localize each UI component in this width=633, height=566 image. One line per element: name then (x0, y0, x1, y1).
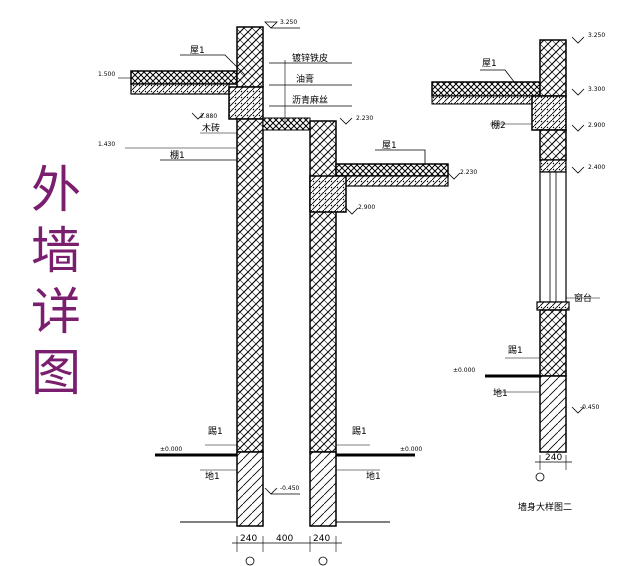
label-jiao1-right: 踢1 (352, 426, 367, 437)
elev-2400: 2.400 (588, 164, 605, 171)
elev-1500: 1.500 (98, 71, 115, 78)
window-opening (539, 171, 567, 303)
elev-0000-right-detail: ±0.000 (453, 367, 475, 374)
elev-3250-right: 3.250 (588, 32, 605, 39)
left-inner-foundation (309, 451, 337, 527)
label-peng1: 棚1 (170, 149, 185, 161)
right-detail-wall-lower (539, 309, 567, 377)
left-ring-beam (228, 86, 264, 120)
elev-0000-right: ±0.000 (400, 446, 422, 453)
right-detail-beam (531, 95, 567, 131)
left-wall-section: 3.250 1.500 屋1 镀锌铁皮 油膏 沥青麻丝 2.880 2.230 … (98, 19, 477, 566)
note-sealant: 油膏 (296, 73, 314, 85)
right-roof-slab (335, 163, 449, 177)
elev-m0450-left: -0.450 (280, 485, 300, 492)
label-di1-right: 地1 (366, 470, 381, 482)
left-roof-slab (130, 70, 238, 85)
label-peng2: 棚2 (491, 119, 506, 131)
right-ring-beam (309, 175, 347, 213)
elev-2230: 2.230 (356, 115, 373, 122)
label-chuangtai: 窗台 (574, 292, 592, 304)
left-foundation (236, 451, 264, 527)
label-mutao: 木砖 (202, 122, 220, 134)
right-detail-slab (431, 81, 541, 97)
elev-2230-slab: 2.230 (460, 169, 477, 176)
right-wall-section: 3.250 屋1 3.300 棚2 2.900 2.400 窗台 踢1 ±0.0… (431, 32, 605, 513)
title-char-4: 图 (31, 344, 81, 402)
label-wu1-b: 屋1 (382, 140, 397, 151)
right-detail-parapet (539, 39, 567, 97)
right-detail-caption: 墙身大样图二 (518, 501, 572, 513)
left-inner-wall (309, 120, 337, 453)
label-di1-left: 地1 (205, 470, 220, 482)
window-lintel (539, 159, 567, 173)
elev-3300: 3.300 (588, 86, 605, 93)
left-outer-wall (236, 118, 264, 453)
elev-m0450-right: -0.450 (580, 404, 600, 411)
right-detail-ceiling (431, 95, 541, 105)
label-jiao1-left: 踢1 (208, 426, 223, 437)
label-wu1-a: 屋1 (190, 45, 205, 56)
label-jiao1-right-detail: 踢1 (508, 345, 523, 356)
left-ceiling-layer (130, 83, 230, 95)
right-ceiling-layer (335, 175, 449, 187)
title-char-2: 墙 (31, 222, 81, 280)
label-di1-right-detail: 地1 (493, 387, 508, 399)
elev-1430: 1.430 (98, 141, 115, 148)
note-galvanized-sheet: 镀锌铁皮 (292, 52, 328, 64)
dim-400: 400 (276, 534, 293, 544)
dim-240-right-detail: 240 (545, 453, 562, 463)
elev-2880: 2.880 (200, 113, 217, 120)
window-sill (536, 301, 570, 311)
title-char-3: 详 (31, 283, 81, 341)
diagram-title: 外 墙 详 图 (24, 160, 88, 404)
elev-2900-right: 2.900 (588, 122, 605, 129)
elev-3250-left: 3.250 (280, 19, 297, 26)
note-asphalt-hemp: 沥青麻丝 (292, 94, 328, 106)
dim-240-right: 240 (313, 534, 330, 544)
title-char-1: 外 (31, 161, 81, 219)
left-parapet (236, 26, 264, 88)
label-wu1-right: 屋1 (482, 58, 497, 69)
joint-cover (262, 117, 311, 131)
dim-240-left: 240 (240, 534, 257, 544)
elev-0000-left: ±0.000 (160, 446, 182, 453)
right-detail-foundation (539, 375, 567, 453)
elev-2900-left: 2.900 (358, 204, 375, 211)
